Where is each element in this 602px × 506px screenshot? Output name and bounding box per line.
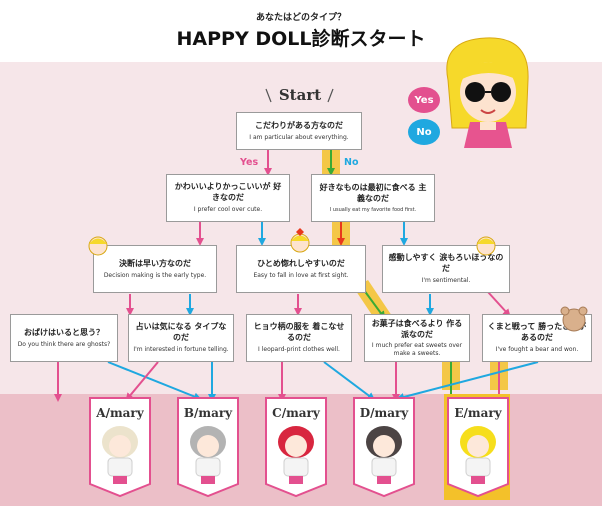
question-text: くまと戦って 勝ったことがあるのだ <box>487 322 587 343</box>
result-card-b <box>177 397 239 498</box>
question-node-q3: 好きなものは最初に食べる 主義なのだ I usually eat my favo… <box>311 174 435 222</box>
yes-arrow <box>487 291 511 317</box>
no-legend-bubble: No <box>408 119 440 145</box>
question-translation: I'm sentimental. <box>421 277 471 285</box>
question-node-q10: お菓子は食べるより 作る派なのだ I much prefer eat sweet… <box>364 314 470 362</box>
yes-arrow <box>125 361 159 402</box>
result-card-a <box>89 397 151 498</box>
doll-face <box>373 435 395 457</box>
question-node-q9: ヒョウ柄の服を 着こなせるのだ I leopard-print clothes … <box>246 314 352 362</box>
doll-feet <box>377 476 391 484</box>
question-text: かわいいよりかっこいいが 好きなのだ <box>174 182 282 203</box>
doll-body <box>195 457 221 477</box>
question-text: 占いは気になる タイプなのだ <box>135 322 227 343</box>
doll-feet <box>289 476 303 484</box>
doll-feet <box>471 476 485 484</box>
question-translation: I've fought a bear and won. <box>495 346 579 354</box>
yes-legend-bubble: Yes <box>408 87 440 113</box>
question-node-q2: かわいいよりかっこいいが 好きなのだ I prefer cool over cu… <box>166 174 290 222</box>
doll-face <box>285 435 307 457</box>
question-translation: I prefer cool over cute. <box>193 206 263 214</box>
start-label: Start <box>278 86 322 104</box>
question-translation: Easy to fall in love at first sight. <box>253 271 349 279</box>
page-subtitle: あなたはどのタイプ？ <box>255 13 346 23</box>
doll-body <box>283 457 309 477</box>
no-arrow <box>107 361 202 401</box>
question-translation: I usually eat my favorite food first. <box>329 206 417 213</box>
doll-face <box>197 435 219 457</box>
question-translation: I much prefer eat sweets over make a swe… <box>371 342 463 357</box>
no-branch-label: No <box>344 157 359 168</box>
doll-feet <box>113 476 127 484</box>
question-text: 好きなものは最初に食べる 主義なのだ <box>319 183 427 203</box>
result-label: B/mary <box>183 406 233 420</box>
result-card-d <box>353 397 415 498</box>
question-translation: I am particular about everything. <box>249 133 349 141</box>
question-node-q11: くまと戦って 勝ったことがあるのだ I've fought a bear and… <box>482 314 592 362</box>
question-node-q5: ひとめ惚れしやすいのだ Easy to fall in love at firs… <box>236 245 366 293</box>
start-deco-right <box>327 88 334 103</box>
result-card-e <box>447 397 509 498</box>
doll-face <box>109 435 131 457</box>
doll-feet <box>201 476 215 484</box>
doll-face <box>467 435 489 457</box>
question-text: お菓子は食べるより 作る派なのだ <box>371 318 463 339</box>
yes-branch-label: Yes <box>240 157 259 168</box>
question-node-q1: こだわりがある方なのだ I am particular about everyt… <box>236 112 362 150</box>
question-translation: I leopard-print clothes well. <box>258 346 340 354</box>
question-node-q4: 決断は早い方なのだ Decision making is the early t… <box>93 245 217 293</box>
page-title: HAPPY DOLL診断スタート <box>176 28 426 50</box>
question-text: ヒョウ柄の服を 着こなせるのだ <box>253 322 345 343</box>
question-text: 決断は早い方なのだ <box>119 258 191 268</box>
doll-body <box>107 457 133 477</box>
result-card-c <box>265 397 327 498</box>
question-text: ひとめ惚れしやすいのだ <box>257 258 345 268</box>
question-translation: Decision making is the early type. <box>103 271 207 279</box>
result-label: C/mary <box>272 406 320 420</box>
question-text: 感動しやすく 涙もろいほうなのだ <box>388 253 504 274</box>
doll-body <box>371 457 397 477</box>
question-text: こだわりがある方なのだ <box>255 120 343 130</box>
result-label: E/mary <box>454 406 502 420</box>
doll-body <box>465 457 491 477</box>
result-label: D/mary <box>359 406 409 420</box>
question-translation: I'm interested in fortune telling. <box>133 346 229 354</box>
no-arrow <box>396 361 539 401</box>
question-node-q7: おばけはいると思う？ Do you think there are ghosts… <box>10 314 118 362</box>
no-arrow <box>323 361 376 401</box>
result-label: A/mary <box>96 406 144 420</box>
start-deco-left <box>265 88 272 103</box>
question-text: おばけはいると思う？ <box>24 327 104 337</box>
question-node-q8: 占いは気になる タイプなのだ I'm interested in fortune… <box>128 314 234 362</box>
question-translation: Do you think there are ghosts? <box>17 340 111 348</box>
